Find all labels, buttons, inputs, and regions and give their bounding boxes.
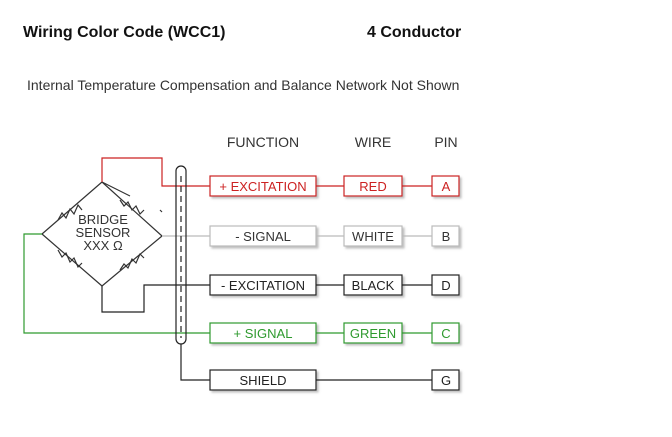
function-label-d: - EXCITATION [221,278,305,293]
function-label-b: - SIGNAL [235,229,291,244]
pin-label-d: D [441,278,450,293]
pin-box-c [431,322,460,344]
function-label-a: + EXCITATION [219,179,306,194]
pin-label-a: A [442,179,451,194]
wire-column-header: WIRE [355,134,392,150]
bridge-sensor [41,181,163,287]
pin-column-header: PIN [434,134,457,150]
function-column-header: FUNCTION [227,134,299,150]
wire-label-a: RED [359,179,386,194]
red-wire [101,157,210,187]
pin-box-d [431,274,460,296]
pin-box-a [431,175,460,197]
sensor-label-line2: SENSOR [76,225,131,240]
pin-label-g: G [441,373,451,388]
diagram-note: Internal Temperature Compensation and Ba… [27,77,460,93]
pin-label-b: B [442,229,451,244]
black-wire [101,284,210,313]
sensor-label-line1: BRIDGE [78,212,128,227]
function-label-c: + SIGNAL [234,326,293,341]
page-title: Wiring Color Code (WCC1) [23,24,226,41]
pin-label-c: C [441,326,450,341]
wire-label-c: GREEN [350,326,396,341]
pin-box-g [431,369,460,391]
shield-wire [180,344,210,381]
shield-cable [175,165,187,345]
wire-label-b: WHITE [352,229,394,244]
pin-box-b [431,225,460,247]
conductor-count: 4 Conductor [367,24,462,41]
sensor-label-line3: XXX Ω [83,238,123,253]
function-label-g: SHIELD [240,373,287,388]
green-wire [23,233,210,334]
wire-label-d: BLACK [352,278,395,293]
